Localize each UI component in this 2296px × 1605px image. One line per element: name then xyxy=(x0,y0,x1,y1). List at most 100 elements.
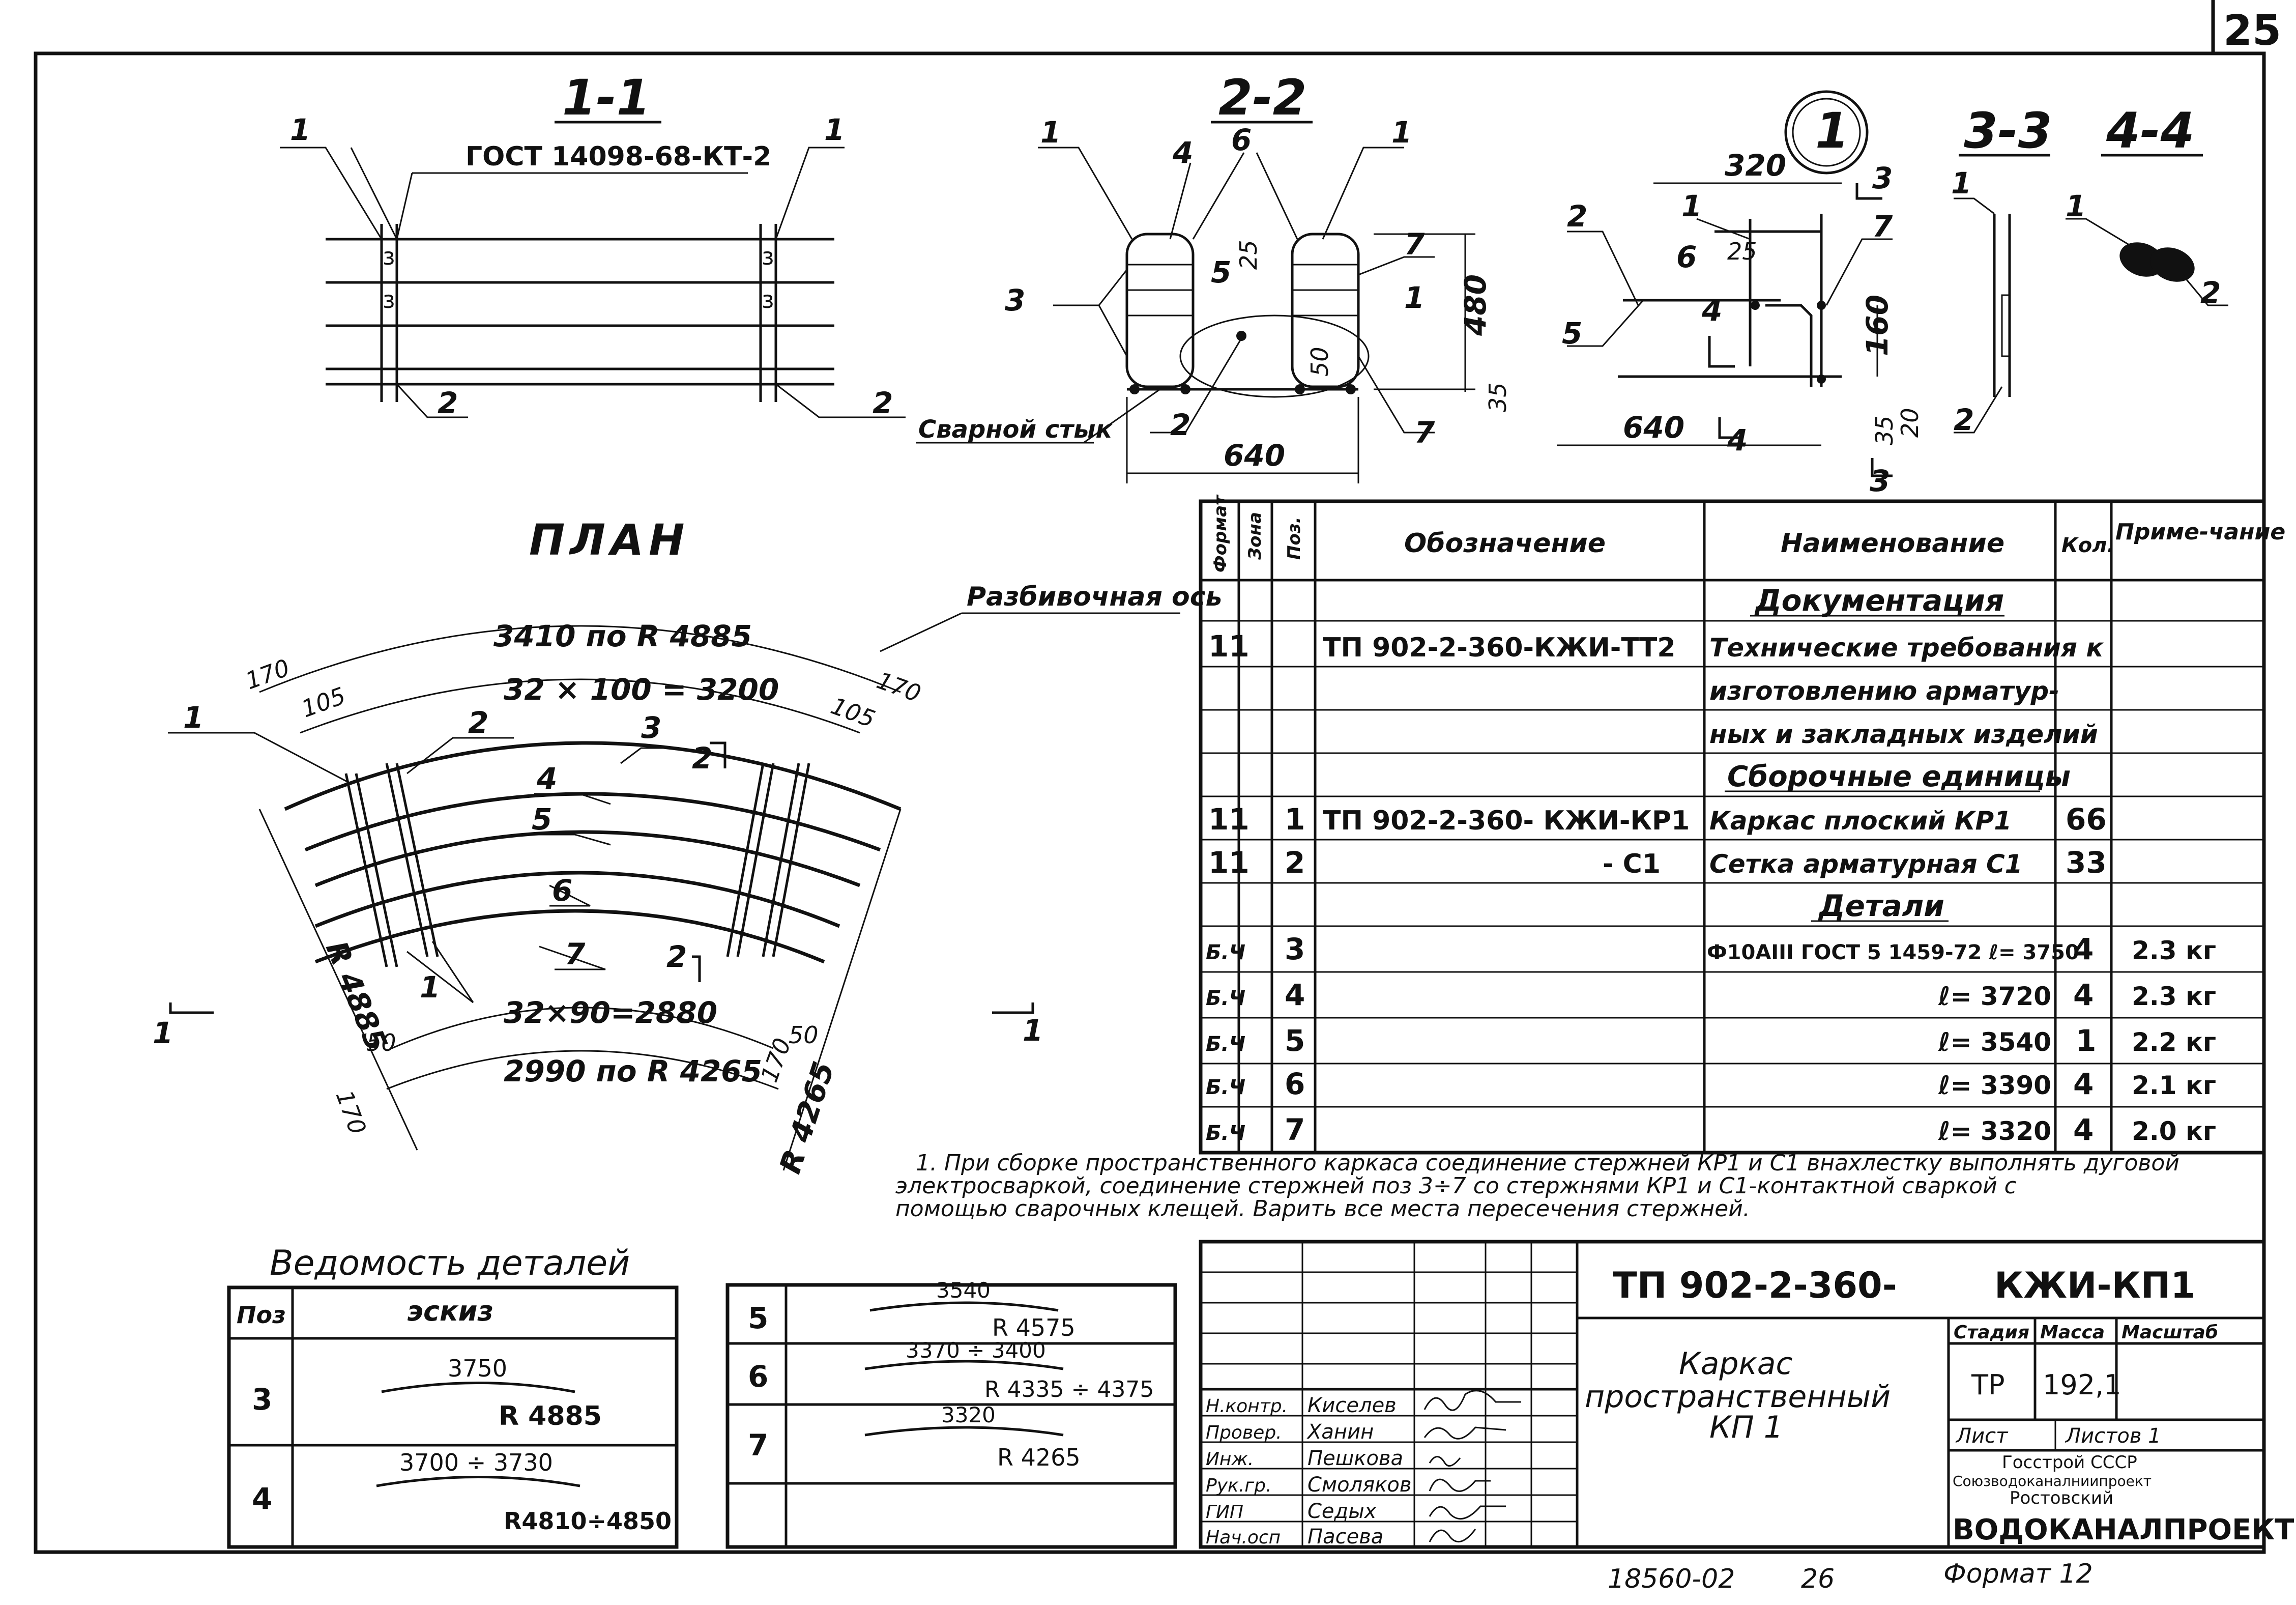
plan-pos-6: 6 xyxy=(552,873,572,908)
spec-row-8-note: 2.2 кг xyxy=(2132,1027,2216,1057)
svg-text:з: з xyxy=(383,286,395,313)
spec-row-1-name: Технические требования к xyxy=(1709,633,2104,663)
spec-row-5-des: - С1 xyxy=(1603,849,1661,879)
section-2-2-title: 2-2 xyxy=(1218,69,1306,126)
spec-row-9-note: 2.1 кг xyxy=(2132,1071,2216,1100)
node1-pos-6: 6 xyxy=(1676,240,1697,274)
detail-4-len: 3700 ÷ 3730 xyxy=(399,1449,553,1476)
gost-label: ГОСТ 14098-68-КТ-2 xyxy=(466,141,771,172)
node1-dim-25: 25 xyxy=(1727,238,1757,265)
tb-name-4: Смоляков xyxy=(1307,1473,1411,1497)
tb-role-5: ГИП xyxy=(1206,1502,1243,1523)
node1-cut-3-top: 3 xyxy=(1872,161,1893,195)
signature-1 xyxy=(1423,1390,1521,1411)
s22-pos-7-bottom: 7 xyxy=(1414,415,1435,450)
tb-stage: ТР xyxy=(1971,1369,2005,1401)
spec-row-5-qty: 33 xyxy=(2066,845,2107,880)
tb-name-2-line: пространственный xyxy=(1585,1379,1891,1415)
tb-code: ТП 902-2-360- xyxy=(1613,1265,1897,1306)
spec-row-6-note: 2.3 кг xyxy=(2132,936,2216,965)
spec-row-4-des: ТП 902-2-360- КЖИ-КР1 xyxy=(1323,806,1690,836)
plan-pos-2: 2 xyxy=(468,705,488,740)
detail-5-pos: 5 xyxy=(748,1301,768,1335)
detail-6-len: 3370 ÷ 3400 xyxy=(906,1338,1046,1363)
footer-page: 26 xyxy=(1801,1564,1835,1594)
node1-pos-1: 1 xyxy=(1681,189,1702,223)
plan-dim-170-br: 170 xyxy=(755,1035,797,1086)
tb-name-2: Ханин xyxy=(1306,1420,1374,1444)
tb-mass-header: Масса xyxy=(2040,1322,2105,1343)
sheet-frame xyxy=(34,51,2266,1554)
plan-view: ПЛАН Разбивочная ось 3410 по R 4885 32 ×… xyxy=(153,515,1222,1178)
plan-title: ПЛАН xyxy=(529,515,689,565)
spec-header-qty: Кол. xyxy=(2061,534,2115,557)
details-schedule: Ведомость деталей Поз эскиз 3 3750 R 488… xyxy=(227,1243,1177,1549)
plan-dim-170-tr: 170 xyxy=(873,667,924,708)
node1-cut-3-bottom: 3 xyxy=(1870,464,1890,498)
node-1-detail: 1 320 3 3 4 640 160 25 35 20 2 5 1 xyxy=(1557,90,1924,498)
s11-pos-1-right: 1 xyxy=(824,112,845,147)
tb-name-6: Пасева xyxy=(1307,1525,1383,1549)
spec-table: Формат Зона Поз. Обозначение Наименовани… xyxy=(1199,494,2285,1155)
tb-code-2: КЖИ-КП1 xyxy=(1994,1265,2195,1306)
tb-sheet-header: Лист xyxy=(1955,1424,2009,1448)
svg-text:з: з xyxy=(762,243,774,270)
plan-dim-top2: 32 × 100 = 3200 xyxy=(504,672,779,707)
s22-pos-6: 6 xyxy=(1231,123,1252,157)
plan-dim-50-br: 50 xyxy=(789,1021,819,1049)
spec-row-6-fmt: Б.Ч xyxy=(1206,941,1245,964)
tb-role-6: Нач.осп xyxy=(1206,1527,1281,1548)
section-3-3-title: 3-3 xyxy=(1964,102,2052,159)
tb-stage-header: Стадия xyxy=(1954,1322,2029,1343)
s11-pos-2-right: 2 xyxy=(873,386,893,420)
section-3-3: 3-3 1 2 xyxy=(1951,102,2052,437)
spec-header-name: Наименование xyxy=(1781,528,2004,559)
spec-row-9-qty: 4 xyxy=(2073,1067,2094,1101)
s33-pos-2: 2 xyxy=(1954,403,1974,437)
plan-dim-170-tl: 170 xyxy=(242,654,293,695)
spec-row-10-qty: 4 xyxy=(2073,1112,2094,1147)
spec-section-details: Детали xyxy=(1818,889,1944,923)
signature-2 xyxy=(1423,1426,1506,1440)
signature-6 xyxy=(1429,1529,1476,1542)
plan-dim-50-bl: 50 xyxy=(366,1029,396,1056)
weld-joint-label: Сварной стык xyxy=(918,415,1113,444)
node1-dim-20: 20 xyxy=(1896,408,1924,438)
tb-org-3: Ростовский xyxy=(2010,1488,2113,1508)
signature-3 xyxy=(1429,1456,1461,1467)
spec-row-5-name: Сетка арматурная С1 xyxy=(1709,849,2022,879)
node1-cut-4: 4 xyxy=(1727,423,1748,457)
plan-pos-4: 4 xyxy=(536,761,557,796)
plan-cut-1-right: 1 xyxy=(1023,1013,1043,1048)
plan-dim-bottom2: 2990 по R 4265 xyxy=(504,1054,762,1088)
s22-pos-2: 2 xyxy=(1170,408,1190,442)
tb-name-5: Седых xyxy=(1307,1500,1377,1523)
node1-pos-2: 2 xyxy=(1567,199,1587,234)
tb-mass: 192,1 xyxy=(2043,1369,2121,1401)
plan-cut-2-bottom: 2 xyxy=(666,939,687,974)
tb-org-2: Союзводоканалниипроект xyxy=(1953,1473,2152,1489)
plan-axis-label: Разбивочная ось xyxy=(967,582,1222,612)
s22-dim-35: 35 xyxy=(1484,382,1512,412)
spec-row-5-fmt: 11 xyxy=(1208,845,1249,880)
spec-row-8-qty: 1 xyxy=(2076,1023,2096,1058)
s22-dim-480: 480 xyxy=(1458,274,1493,336)
plan-dim-105-tr: 105 xyxy=(827,692,879,733)
node1-dim-160: 160 xyxy=(1860,295,1895,356)
spec-row-1-des: ТП 902-2-360-КЖИ-ТТ2 xyxy=(1323,633,1676,663)
node-1-mark: 1 xyxy=(1815,102,1849,159)
tb-name-1-line: Каркас xyxy=(1679,1346,1792,1382)
spec-header-format: Формат xyxy=(1210,494,1231,572)
spec-header-zone: Зона xyxy=(1245,512,1265,560)
signature-4 xyxy=(1429,1478,1491,1492)
spec-row-10-name: ℓ= 3320 xyxy=(1938,1116,2051,1146)
tb-role-2: Провер. xyxy=(1206,1422,1282,1443)
spec-row-3-name: ных и закладных изделий xyxy=(1709,720,2098,749)
tb-name-3-line: КП 1 xyxy=(1709,1410,1783,1445)
section-4-4: 4-4 1 2 xyxy=(2066,102,2228,310)
s22-pos-4: 4 xyxy=(1172,135,1193,170)
detail-4-r: R4810÷4850 xyxy=(504,1507,672,1535)
spec-row-5-pos: 2 xyxy=(1285,845,1305,880)
detail-3-len: 3750 xyxy=(448,1355,507,1382)
